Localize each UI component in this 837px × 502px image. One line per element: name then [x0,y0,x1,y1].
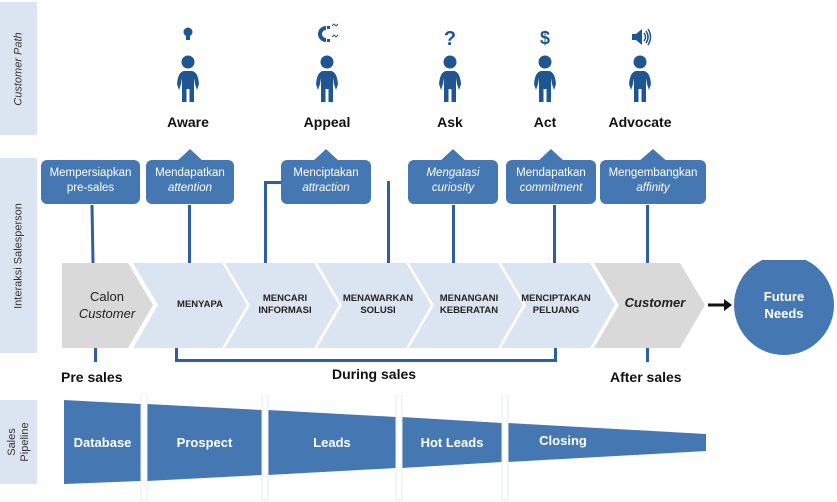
process-calon-customer: Calon Customer [78,289,136,321]
box-tab [600,149,706,162]
speaker-icon [632,28,652,46]
interaction-box-affinity: Mengembangkan affinity [600,160,706,204]
chevron-menyapa [133,263,247,348]
stage-line [554,348,557,362]
box-tab [281,149,371,162]
box-tab [146,149,234,162]
path-act: Act [533,114,557,130]
connector-line [553,205,556,263]
path-aware: Aware [167,114,209,130]
question-icon: ? [444,28,456,50]
pipeline-database: Database [73,435,132,450]
interaction-box-curiosity: Mengatasi curiosity [408,160,498,204]
funnel-segment-hot-leads [402,417,502,468]
connector-line [90,204,95,264]
person-act-icon [534,55,556,102]
customer-path-figures: ? $ [177,23,652,102]
person-appeal-icon [316,55,338,102]
funnel-segment-leads [268,410,396,475]
stage-line [175,348,178,362]
chevron-menangani-keberatan [409,263,523,348]
chevron-mencari-informasi [225,263,339,348]
dollar-icon: $ [540,28,550,48]
pipeline-closing: Closing [539,433,587,448]
path-appeal: Appeal [303,114,351,130]
interaksi-salesperson-label: Interaksi Salesperson [0,158,37,353]
pipeline-prospect: Prospect [176,435,233,450]
chevron-menciptakan-peluang [501,263,615,348]
chevron-menawarkan-solusi [317,263,431,348]
during-sales-bracket [175,359,557,362]
box-tab [506,149,596,162]
person-aware-icon [177,55,199,102]
pipeline-leads: Leads [313,435,351,450]
pipeline-hot-leads: Hot Leads [420,435,484,450]
connector-line [264,181,282,184]
process-customer: Customer [624,295,686,310]
magnet-icon [318,23,339,42]
person-ask-icon [439,55,461,102]
box-tab [408,149,498,162]
connector-line [387,181,390,263]
sales-pipeline-funnel [64,395,706,501]
path-advocate: Advocate [608,114,672,130]
connector-line [646,205,649,263]
stage-line [94,348,97,362]
connector-line [264,181,267,263]
interaction-box-commitment: Mendapatkan commitment [506,160,596,204]
connector-line [452,205,455,263]
interaction-box-attention: Mendapatkan attention [146,160,234,204]
chevron-customer [594,263,705,348]
funnel-segment-closing [508,423,706,462]
after-sales-label: After sales [610,369,682,385]
funnel-segment-database [64,400,141,484]
pre-sales-label: Pre sales [61,369,123,385]
interaction-box-attraction: Menciptakan attraction [281,160,371,204]
stage-line [646,348,649,362]
process-menyapa: MENYAPA [177,299,223,310]
chevron-calon-customer [62,263,153,348]
person-advocate-icon [629,55,651,102]
funnel-segment-prospect [147,404,262,481]
future-needs-label: Future Needs [763,289,805,321]
interaction-box-pre-sales: Mempersiapkan pre-sales [41,160,140,204]
connector-line [188,205,191,263]
path-ask: Ask [437,114,463,130]
process-chevrons [62,260,834,355]
during-sales-label: During sales [332,366,417,382]
future-needs-circle [734,260,834,355]
customer-path-label: Customer Path [0,2,37,135]
lightbulb-icon [183,27,193,40]
